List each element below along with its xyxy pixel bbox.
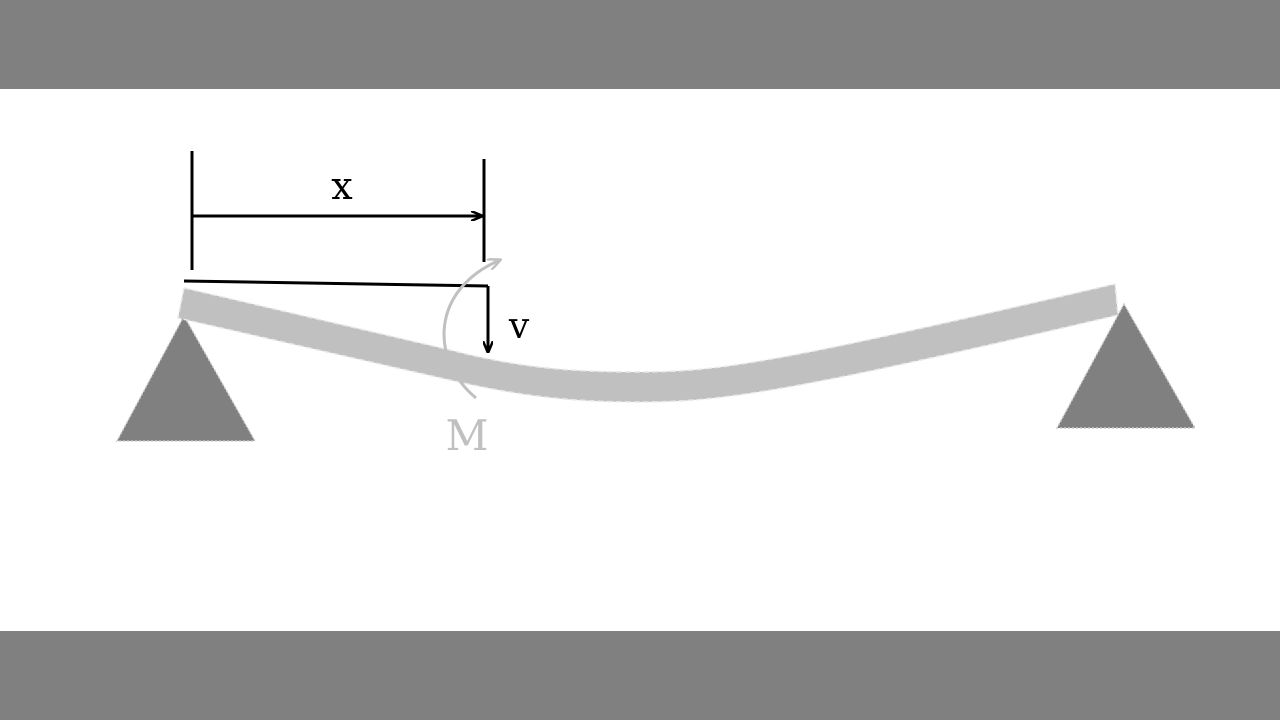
diagram-canvas bbox=[0, 89, 1280, 631]
shear-v-label: v bbox=[508, 306, 530, 347]
right-support-triangle bbox=[1055, 302, 1197, 429]
moment-m-label: M bbox=[445, 411, 488, 460]
distance-x-label: x bbox=[331, 164, 352, 208]
bottom-letterbox-bar bbox=[0, 631, 1280, 720]
deflected-beam bbox=[177, 283, 1119, 403]
reference-line bbox=[183, 279, 489, 288]
moment-m-arrow bbox=[442, 260, 500, 400]
top-letterbox-bar bbox=[0, 0, 1280, 89]
left-support-triangle bbox=[115, 314, 257, 442]
